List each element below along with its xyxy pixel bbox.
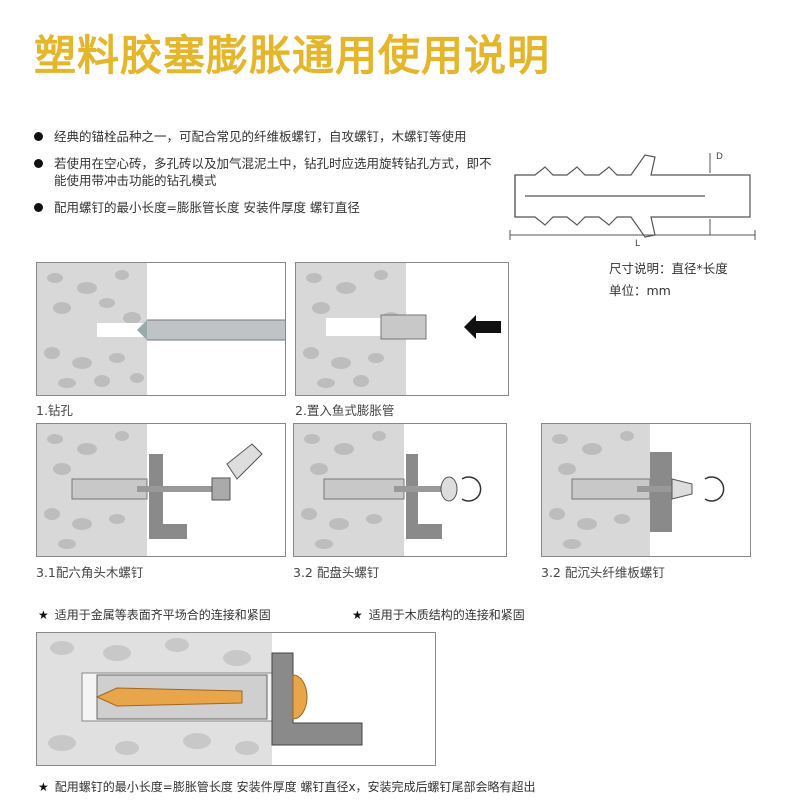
hex-screw-illustration bbox=[37, 424, 263, 556]
bullet-item: 经典的锚栓品种之一，可配合常见的纤维板螺钉，自攻螺钉，木螺钉等使用 bbox=[34, 128, 494, 145]
drill-illustration bbox=[37, 263, 285, 395]
note-bottom: ★配用螺钉的最小长度=膨胀管长度 安装件厚度 螺钉直径x，安装完成后螺钉尾部会略… bbox=[38, 780, 536, 794]
bullet-text: 配用螺钉的最小长度=膨胀管长度 安装件厚度 螺钉直径 bbox=[54, 200, 360, 215]
countersunk-screw-illustration bbox=[542, 424, 725, 556]
cross-section-panel bbox=[36, 632, 436, 766]
size-note: 尺寸说明：直径*长度 bbox=[609, 261, 728, 276]
anchor-dimension-diagram: D L bbox=[509, 152, 756, 249]
step-caption: 3.2 配盘头螺钉 bbox=[293, 565, 380, 580]
bullet-dot-icon bbox=[34, 159, 43, 168]
step-panel-insert-anchor bbox=[295, 262, 509, 396]
bullet-text: 若使用在空心砖，多孔砖以及加气混泥土中，钻孔时应选用旋转钻孔方式，即不能使用带冲… bbox=[54, 156, 492, 188]
note-metal: ★适用于金属等表面齐平场合的连接和紧固 bbox=[38, 608, 271, 622]
step-panel-hex-screw bbox=[36, 423, 286, 557]
bullet-list: 经典的锚栓品种之一，可配合常见的纤维板螺钉，自攻螺钉，木螺钉等使用 若使用在空心… bbox=[34, 128, 494, 226]
unit-note: 单位：mm bbox=[609, 283, 671, 298]
step-caption: 1.钻孔 bbox=[36, 403, 73, 418]
page-title: 塑料胶塞膨胀通用使用说明 bbox=[34, 31, 551, 80]
star-icon: ★ bbox=[38, 780, 49, 794]
bullet-dot-icon bbox=[34, 132, 43, 141]
star-icon: ★ bbox=[352, 608, 363, 622]
star-icon: ★ bbox=[38, 608, 49, 622]
step-panel-countersunk-screw bbox=[541, 423, 751, 557]
insert-anchor-illustration bbox=[296, 263, 501, 395]
step-panel-pan-head-screw bbox=[293, 423, 507, 557]
dimension-l-label: L bbox=[635, 239, 640, 249]
bullet-text: 经典的锚栓品种之一，可配合常见的纤维板螺钉，自攻螺钉，木螺钉等使用 bbox=[54, 129, 467, 144]
dimension-d-label: D bbox=[716, 152, 723, 162]
step-caption: 2.置入鱼式膨胀管 bbox=[295, 403, 395, 418]
bullet-item: 若使用在空心砖，多孔砖以及加气混泥土中，钻孔时应选用旋转钻孔方式，即不能使用带冲… bbox=[34, 155, 494, 189]
step-panel-drill bbox=[36, 262, 286, 396]
spec-block: 尺寸说明：直径*长度 单位：mm bbox=[609, 258, 728, 302]
anchor-cross-section-illustration bbox=[37, 633, 363, 765]
bullet-dot-icon bbox=[34, 203, 43, 212]
pan-head-screw-illustration bbox=[294, 424, 482, 556]
step-caption: 3.1配六角头木螺钉 bbox=[36, 565, 144, 580]
step-caption: 3.2 配沉头纤维板螺钉 bbox=[541, 565, 665, 580]
bullet-item: 配用螺钉的最小长度=膨胀管长度 安装件厚度 螺钉直径 bbox=[34, 199, 494, 216]
note-wood: ★适用于木质结构的连接和紧固 bbox=[352, 608, 525, 622]
